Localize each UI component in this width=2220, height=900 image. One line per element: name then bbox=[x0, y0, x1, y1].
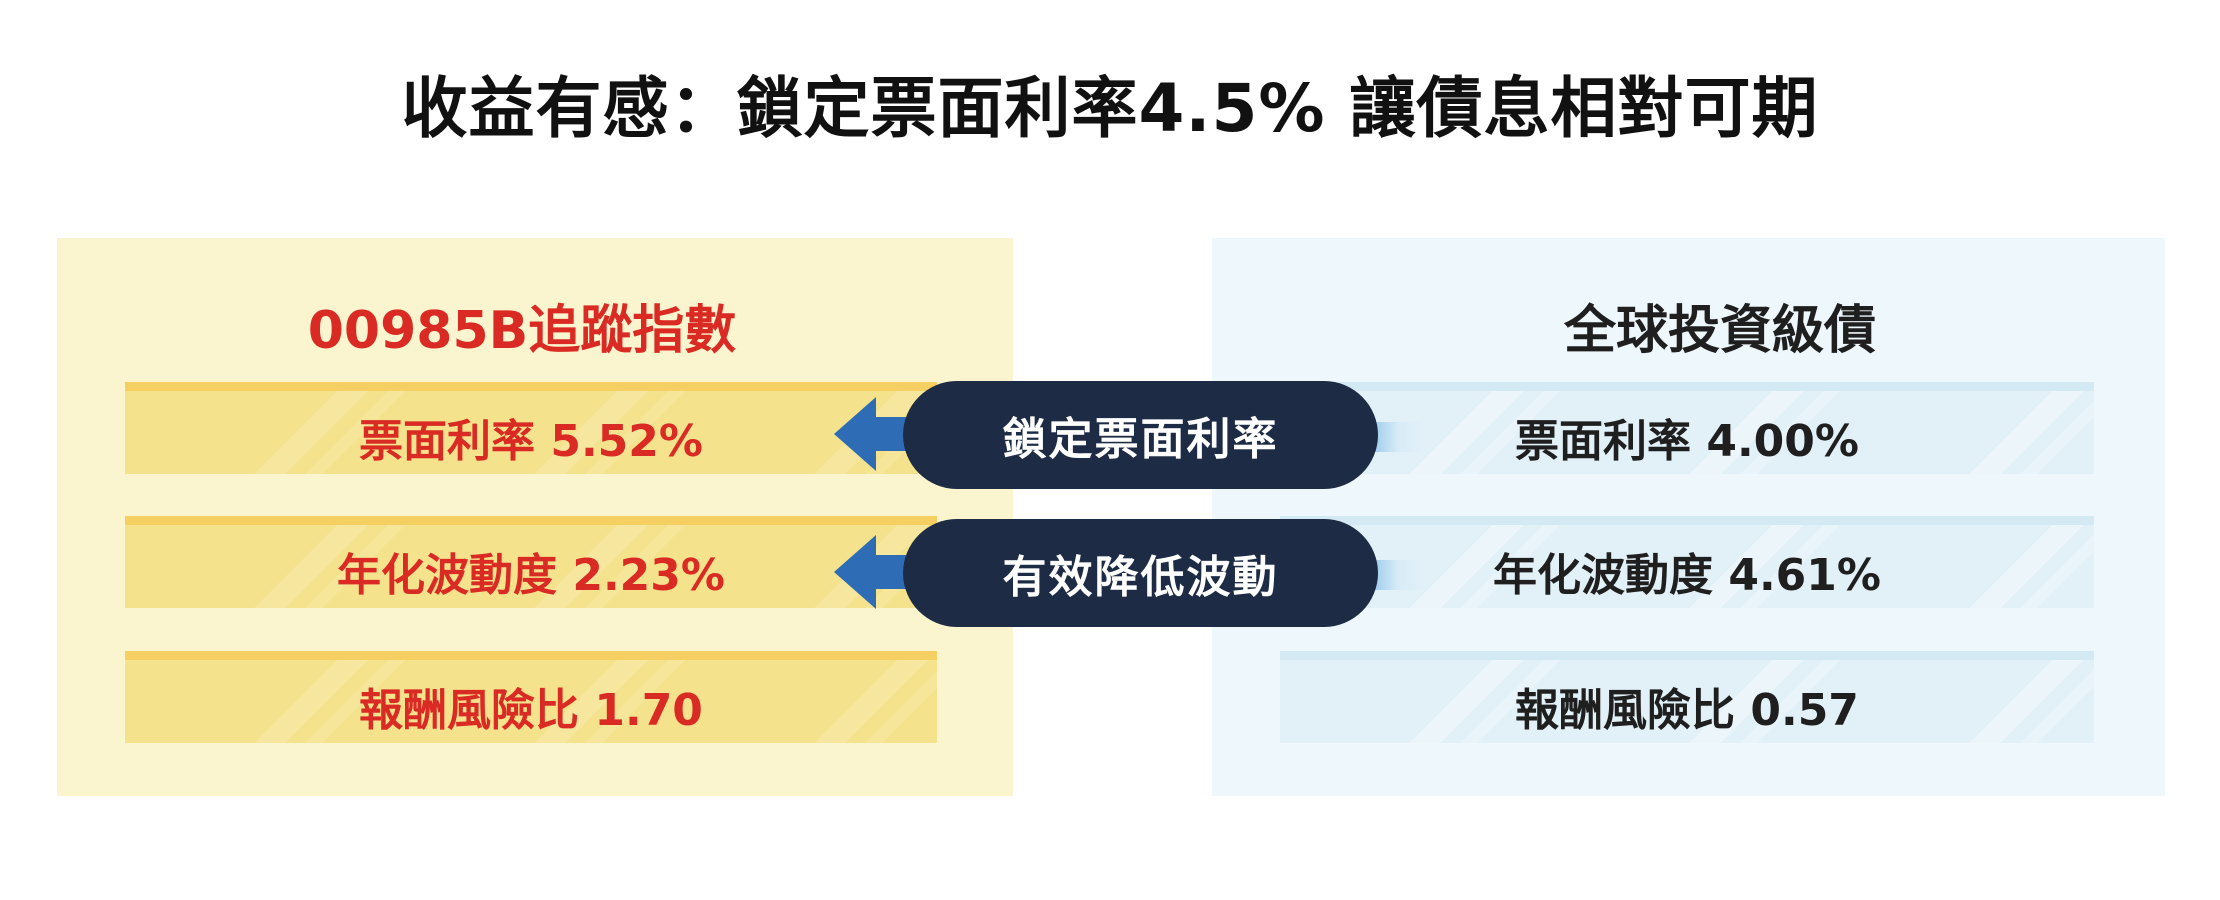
left-row-volatility: 年化波動度 2.23% bbox=[125, 516, 937, 608]
left-row-return-risk-ratio: 報酬風險比 1.70 bbox=[125, 651, 937, 743]
callout-reduce-volatility: 有效降低波動 bbox=[903, 519, 1378, 627]
left-row-coupon-rate: 票面利率 5.52% bbox=[125, 382, 937, 474]
callout-lock-coupon: 鎖定票面利率 bbox=[903, 381, 1378, 489]
right-panel-heading: 全球投資級債 bbox=[1563, 301, 1876, 361]
connector-glow bbox=[1372, 422, 1424, 452]
left-arrow-icon bbox=[834, 397, 914, 471]
left-arrow-icon bbox=[834, 535, 914, 609]
connector-glow bbox=[1372, 560, 1424, 590]
right-row-return-risk-ratio: 報酬風險比 0.57 bbox=[1280, 651, 2094, 743]
left-panel-heading: 00985B追蹤指數 bbox=[307, 301, 737, 361]
page-title: 收益有感：鎖定票面利率4.5% 讓債息相對可期 bbox=[401, 70, 1819, 147]
